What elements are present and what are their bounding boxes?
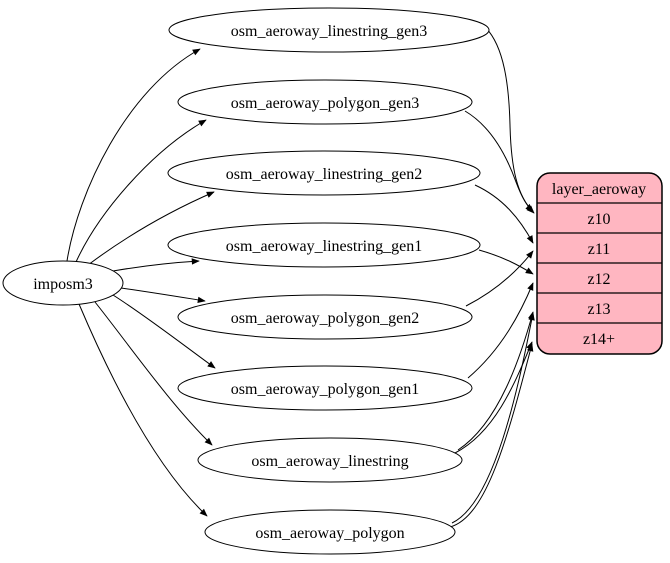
table-ellipse bbox=[167, 150, 481, 196]
layer-row-z12: z12 bbox=[587, 271, 610, 288]
edge-imposm3-osm_aeroway_linestring_gen2 bbox=[87, 191, 215, 266]
table-ellipse bbox=[197, 437, 463, 483]
imposm3-ellipse bbox=[2, 260, 124, 306]
node-osm_aeroway_linestring_gen1: osm_aeroway_linestring_gen1 bbox=[167, 222, 481, 268]
table-ellipse bbox=[177, 294, 473, 340]
table-ellipse bbox=[177, 365, 473, 411]
node-osm_aeroway_polygon_gen1: osm_aeroway_polygon_gen1 bbox=[177, 365, 473, 411]
edges-to-layer bbox=[449, 27, 535, 528]
table-ellipse bbox=[204, 509, 456, 555]
edge-osm_aeroway_linestring_gen1-z12 bbox=[478, 249, 534, 275]
table-ellipse bbox=[168, 7, 490, 53]
node-osm_aeroway_linestring_gen2: osm_aeroway_linestring_gen2 bbox=[167, 150, 481, 196]
table-label: osm_aeroway_linestring_gen1 bbox=[226, 238, 422, 255]
edge-imposm3-osm_aeroway_polygon bbox=[78, 303, 208, 517]
edges-from-source bbox=[66, 48, 216, 517]
edge-osm_aeroway_polygon-z14 bbox=[449, 343, 534, 528]
layer-row-z11: z11 bbox=[588, 241, 611, 258]
edge-osm_aeroway_polygon_gen3-z10 bbox=[464, 110, 534, 212]
node-osm_aeroway_linestring_gen3: osm_aeroway_linestring_gen3 bbox=[168, 7, 490, 53]
edge-imposm3-osm_aeroway_linestring_gen1 bbox=[112, 258, 200, 272]
table-label: osm_aeroway_polygon bbox=[255, 525, 404, 542]
edge-osm_aeroway_polygon-z13 bbox=[451, 312, 535, 524]
edge-osm_aeroway_linestring-z13 bbox=[457, 311, 535, 451]
layer-row-z13: z13 bbox=[587, 301, 610, 318]
node-osm_aeroway_linestring: osm_aeroway_linestring bbox=[197, 437, 463, 483]
edge-osm_aeroway_polygon_gen2-z11 bbox=[465, 250, 534, 307]
table-label: osm_aeroway_polygon_gen1 bbox=[231, 381, 419, 398]
table-label: osm_aeroway_polygon_gen2 bbox=[231, 310, 419, 327]
edge-imposm3-osm_aeroway_polygon_gen1 bbox=[112, 294, 216, 369]
node-osm_aeroway_polygon: osm_aeroway_polygon bbox=[204, 509, 456, 555]
edge-osm_aeroway_linestring_gen3-z10 bbox=[485, 27, 535, 214]
layer-title: layer_aeroway bbox=[552, 181, 646, 198]
table-label: osm_aeroway_linestring bbox=[251, 453, 408, 470]
layer-row-z14: z14+ bbox=[583, 331, 615, 348]
edge-imposm3-osm_aeroway_linestring_gen3 bbox=[66, 48, 201, 262]
imposm3-label: imposm3 bbox=[33, 276, 93, 293]
node-imposm3: imposm3 bbox=[2, 260, 124, 306]
node-osm_aeroway_polygon_gen3: osm_aeroway_polygon_gen3 bbox=[177, 79, 473, 125]
edge-osm_aeroway_linestring_gen2-z11 bbox=[474, 184, 534, 244]
table-ellipse bbox=[177, 79, 473, 125]
edge-imposm3-osm_aeroway_polygon_gen3 bbox=[75, 119, 207, 263]
node-layer_aeroway: layer_aeroway z10 z11 z12 z13 z14+ bbox=[536, 172, 663, 355]
node-osm_aeroway_polygon_gen2: osm_aeroway_polygon_gen2 bbox=[177, 294, 473, 340]
table-label: osm_aeroway_linestring_gen3 bbox=[231, 23, 427, 40]
edge-imposm3-osm_aeroway_linestring bbox=[94, 301, 213, 446]
table-label: osm_aeroway_linestring_gen2 bbox=[226, 166, 422, 183]
layer-row-z10: z10 bbox=[587, 211, 610, 228]
edge-osm_aeroway_polygon_gen1-z12 bbox=[467, 282, 534, 379]
edge-imposm3-osm_aeroway_polygon_gen2 bbox=[120, 287, 206, 304]
table-label: osm_aeroway_polygon_gen3 bbox=[231, 95, 419, 112]
edge-osm_aeroway_linestring-z14 bbox=[454, 341, 533, 454]
table-ellipse bbox=[167, 222, 481, 268]
